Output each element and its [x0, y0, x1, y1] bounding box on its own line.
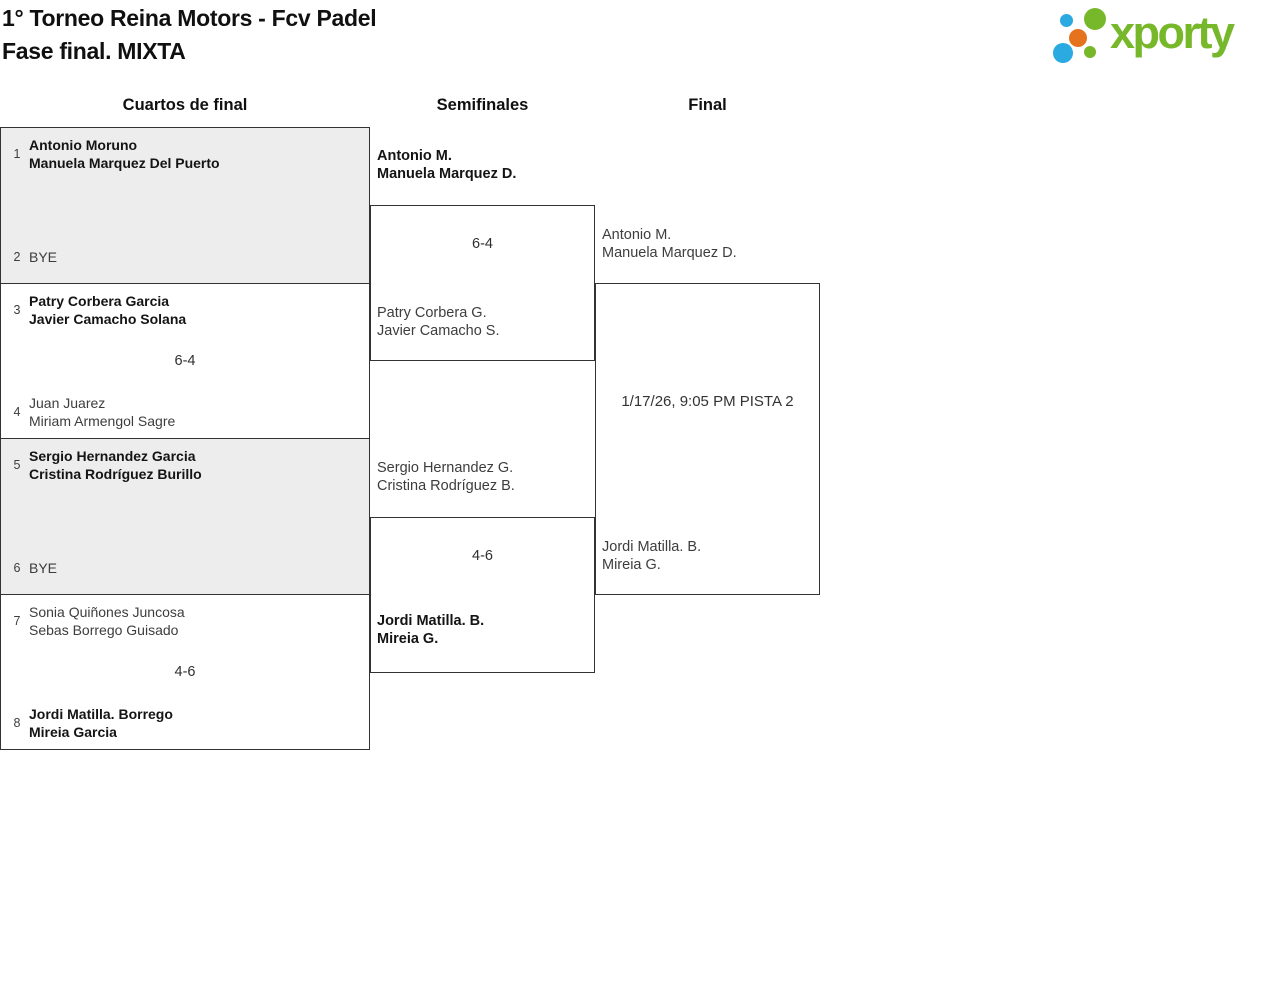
- round-header-semifinals: Semifinales: [436, 96, 529, 114]
- team-entry: 6 BYE: [9, 550, 361, 586]
- team-entry: 3 Patry Corbera Garcia Javier Camacho So…: [9, 292, 361, 328]
- team-name: Sonia Quiñones Juncosa Sebas Borrego Gui…: [29, 603, 185, 638]
- logo-dot-icon: [1069, 29, 1087, 47]
- quarterfinal-match-4: 7 Sonia Quiñones Juncosa Sebas Borrego G…: [1, 595, 369, 750]
- match-score: 6-4: [472, 236, 493, 252]
- seed-number: 5: [13, 458, 21, 472]
- seed-number: 3: [13, 302, 21, 317]
- team-entry: 1 Antonio Moruno Manuela Marquez Del Pue…: [9, 136, 361, 172]
- final-match-box: [595, 283, 820, 595]
- team-name: Antonio M. Manuela Marquez D.: [377, 148, 517, 182]
- seed-number: 7: [13, 613, 21, 628]
- logo-wordmark: xporty: [1110, 7, 1235, 58]
- team-name: Jordi Matilla. B. Mireia G.: [377, 613, 485, 647]
- team-entry: 4 Juan Juarez Miriam Armengol Sagre: [9, 394, 361, 430]
- match-schedule: 1/17/26, 9:05 PM PISTA 2: [621, 393, 794, 410]
- semifinal-match-1-box: [370, 205, 595, 361]
- logo-dot-icon: [1084, 8, 1106, 30]
- seed-number: 2: [13, 249, 21, 264]
- team-entry: 7 Sonia Quiñones Juncosa Sebas Borrego G…: [9, 603, 361, 639]
- seed-number: 8: [13, 716, 21, 730]
- team-name: BYE: [29, 559, 58, 576]
- page-title: 1° Torneo Reina Motors - Fcv Padel Fase …: [2, 2, 377, 68]
- team-name: Sergio Hernandez G. Cristina Rodríguez B…: [377, 460, 515, 494]
- team-name: Patry Corbera G. Javier Camacho S.: [377, 305, 500, 339]
- round-header-final: Final: [688, 96, 727, 114]
- match-score: 4-6: [174, 663, 196, 680]
- seed-number: 4: [13, 405, 21, 419]
- tournament-title: 1° Torneo Reina Motors - Fcv Padel: [2, 5, 377, 31]
- team-name: Sergio Hernandez Garcia Cristina Rodrígu…: [29, 448, 202, 482]
- quarterfinal-match-1: 1 Antonio Moruno Manuela Marquez Del Pue…: [1, 128, 369, 284]
- logo-dot-icon: [1084, 46, 1096, 58]
- seed-number: 6: [13, 560, 21, 575]
- team-name: BYE: [29, 248, 58, 265]
- team-name: Patry Corbera Garcia Javier Camacho Sola…: [29, 292, 187, 327]
- team-name: Juan Juarez Miriam Armengol Sagre: [29, 395, 176, 429]
- team-name: Antonio Moruno Manuela Marquez Del Puert…: [29, 137, 220, 171]
- team-name: Jordi Matilla. B. Mireia G.: [602, 539, 702, 573]
- team-entry: 2 BYE: [9, 239, 361, 275]
- round-header-quarterfinals: Cuartos de final: [122, 96, 248, 114]
- team-entry: 5 Sergio Hernandez Garcia Cristina Rodrí…: [9, 447, 361, 483]
- team-name: Antonio M. Manuela Marquez D.: [602, 227, 737, 261]
- logo-dot-icon: [1060, 14, 1073, 27]
- match-score: 6-4: [174, 352, 196, 369]
- team-entry: 8 Jordi Matilla. Borrego Mireia Garcia: [9, 705, 361, 741]
- semifinal-match-2-box: [370, 517, 595, 673]
- quarterfinals-column: 1 Antonio Moruno Manuela Marquez Del Pue…: [0, 127, 370, 750]
- logo-dot-icon: [1053, 43, 1073, 63]
- team-name: Jordi Matilla. Borrego Mireia Garcia: [29, 706, 173, 740]
- seed-number: 1: [13, 147, 21, 161]
- quarterfinal-match-2: 3 Patry Corbera Garcia Javier Camacho So…: [1, 284, 369, 439]
- quarterfinal-match-3: 5 Sergio Hernandez Garcia Cristina Rodrí…: [1, 439, 369, 595]
- match-score: 4-6: [472, 548, 493, 564]
- phase-subtitle: Fase final. MIXTA: [2, 38, 186, 64]
